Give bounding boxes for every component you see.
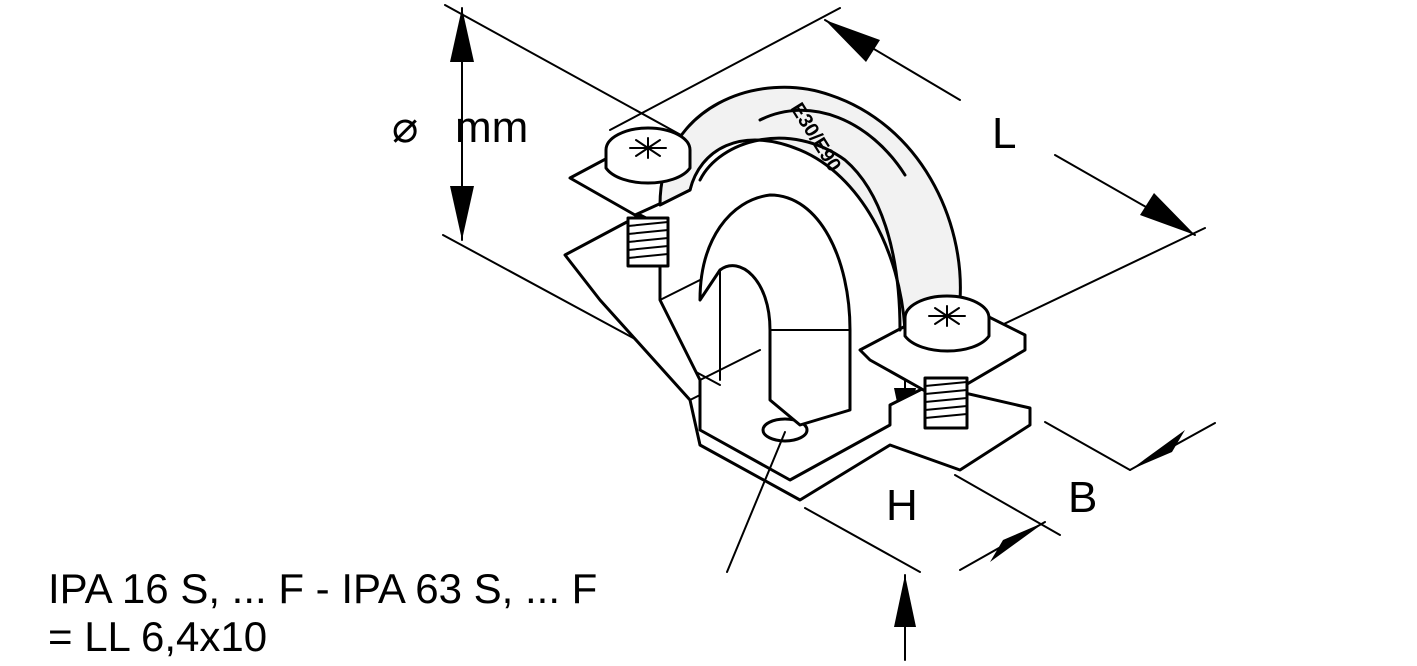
length-arrow-left [825,20,880,62]
height-arrow-bottom [894,575,916,627]
left-screw [604,126,692,268]
width-dimension: B [954,421,1216,571]
pipe-clamp: E30/E90 [563,85,1032,502]
height-label: H [886,481,918,530]
hole-leader-line [726,431,786,573]
clamp-liner [698,193,852,427]
length-dimension: L [609,7,1206,346]
width-label: B [1068,473,1097,522]
diameter-symbol: ⌀ [392,103,419,152]
caption-line-1: IPA 16 S, ... F - IPA 63 S, ... F [48,565,597,612]
diameter-arrow-top [450,8,474,62]
width-arrow-left [990,522,1045,562]
length-label: L [992,109,1016,158]
diameter-arrow-bottom [450,186,474,240]
caption-line-2: = LL 6,4x10 [48,613,267,660]
diameter-dimension: ⌀ mm [392,4,721,386]
length-arrow-right [1140,193,1195,235]
width-arrow-right [1130,430,1185,470]
mounting-hole [761,417,809,443]
diameter-unit-label: mm [455,103,528,152]
right-screw [903,294,991,430]
